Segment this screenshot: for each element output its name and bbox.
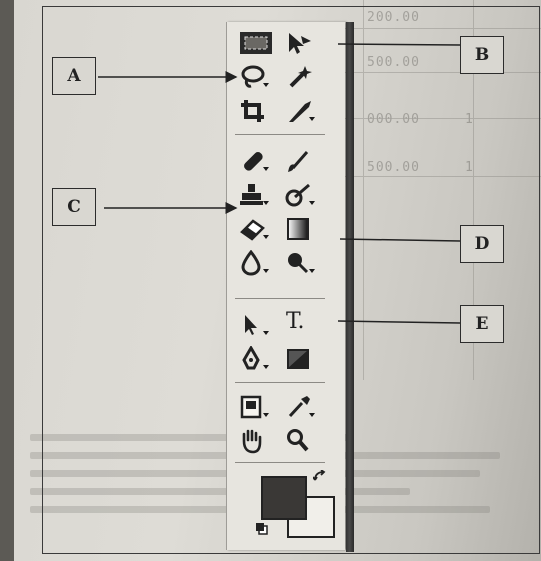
line-b	[337, 43, 461, 46]
move-icon	[289, 33, 311, 54]
eraser-icon	[240, 219, 265, 241]
brush-tool[interactable]	[279, 146, 317, 174]
magnifier-icon	[287, 429, 309, 452]
hand-tool[interactable]	[233, 426, 271, 454]
crop-tool[interactable]	[233, 96, 271, 124]
toolbox-separator	[235, 134, 325, 135]
dodge-tool[interactable]	[279, 248, 317, 276]
pen-tool[interactable]	[233, 344, 271, 372]
magic-wand-icon	[289, 66, 312, 88]
background-number: 500.00	[367, 160, 420, 175]
background-number: 200.00	[367, 10, 420, 25]
clone-stamp-tool[interactable]	[233, 180, 271, 208]
callout-a: A	[52, 57, 96, 95]
hand-icon	[242, 429, 262, 454]
gradient-icon	[287, 218, 309, 240]
stamp-icon	[240, 184, 263, 205]
marquee-icon	[240, 32, 272, 54]
notes-icon	[240, 395, 262, 419]
water-drop-icon	[241, 250, 261, 276]
magic-wand-tool[interactable]	[279, 62, 317, 90]
background-number: 1	[465, 112, 474, 127]
type-tool[interactable]: T.	[279, 308, 317, 336]
lasso-tool[interactable]	[233, 62, 271, 90]
callout-e: E	[460, 305, 504, 343]
shape-icon	[287, 349, 309, 369]
line-e	[337, 320, 461, 324]
toolbox-edge	[346, 22, 354, 552]
callout-b: B	[460, 36, 504, 74]
zoom-tool[interactable]	[279, 426, 317, 454]
toolbox-separator	[235, 298, 325, 299]
healing-brush-tool[interactable]	[233, 146, 271, 174]
line-d	[339, 238, 461, 242]
background-number: 1	[465, 160, 474, 175]
eyedropper-tool[interactable]	[279, 392, 317, 420]
bandage-icon	[244, 152, 263, 171]
eraser-tool[interactable]	[233, 214, 271, 242]
background-number: 500.00	[367, 55, 420, 70]
eyedropper-icon	[288, 396, 310, 418]
toolbox-separator	[235, 462, 325, 463]
arrow-cursor-icon	[245, 315, 257, 335]
notes-tool[interactable]	[233, 392, 271, 420]
background-number: 000.00	[367, 112, 420, 127]
callout-c: C	[52, 188, 96, 226]
dodge-icon	[288, 253, 309, 274]
crop-icon	[241, 100, 264, 122]
toolbox-panel: T.	[226, 22, 354, 552]
shape-tool[interactable]	[279, 344, 317, 372]
toolbox-separator	[235, 382, 325, 383]
brush-icon	[288, 151, 309, 172]
slice-icon	[289, 101, 311, 122]
type-tool-glyph: T.	[286, 309, 305, 334]
foreground-color-swatch[interactable]	[261, 476, 307, 520]
history-brush-icon	[285, 183, 310, 207]
gradient-tool[interactable]	[279, 214, 317, 242]
move-tool[interactable]	[279, 28, 317, 56]
swap-colors-icon[interactable]	[313, 470, 327, 484]
path-selection-tool[interactable]	[233, 310, 271, 338]
slice-tool[interactable]	[279, 96, 317, 124]
default-colors-icon[interactable]	[255, 522, 269, 536]
figure-frame	[42, 6, 540, 554]
color-swatches	[255, 470, 337, 542]
rectangular-marquee-tool[interactable]	[233, 28, 272, 56]
lasso-icon	[241, 65, 265, 88]
history-brush-tool[interactable]	[279, 180, 317, 208]
blur-tool[interactable]	[233, 248, 271, 276]
callout-d: D	[460, 225, 504, 263]
pen-nib-icon	[242, 346, 260, 370]
background-table: 1 000.00 1 500.00 500.00 1 200.00	[345, 0, 541, 380]
